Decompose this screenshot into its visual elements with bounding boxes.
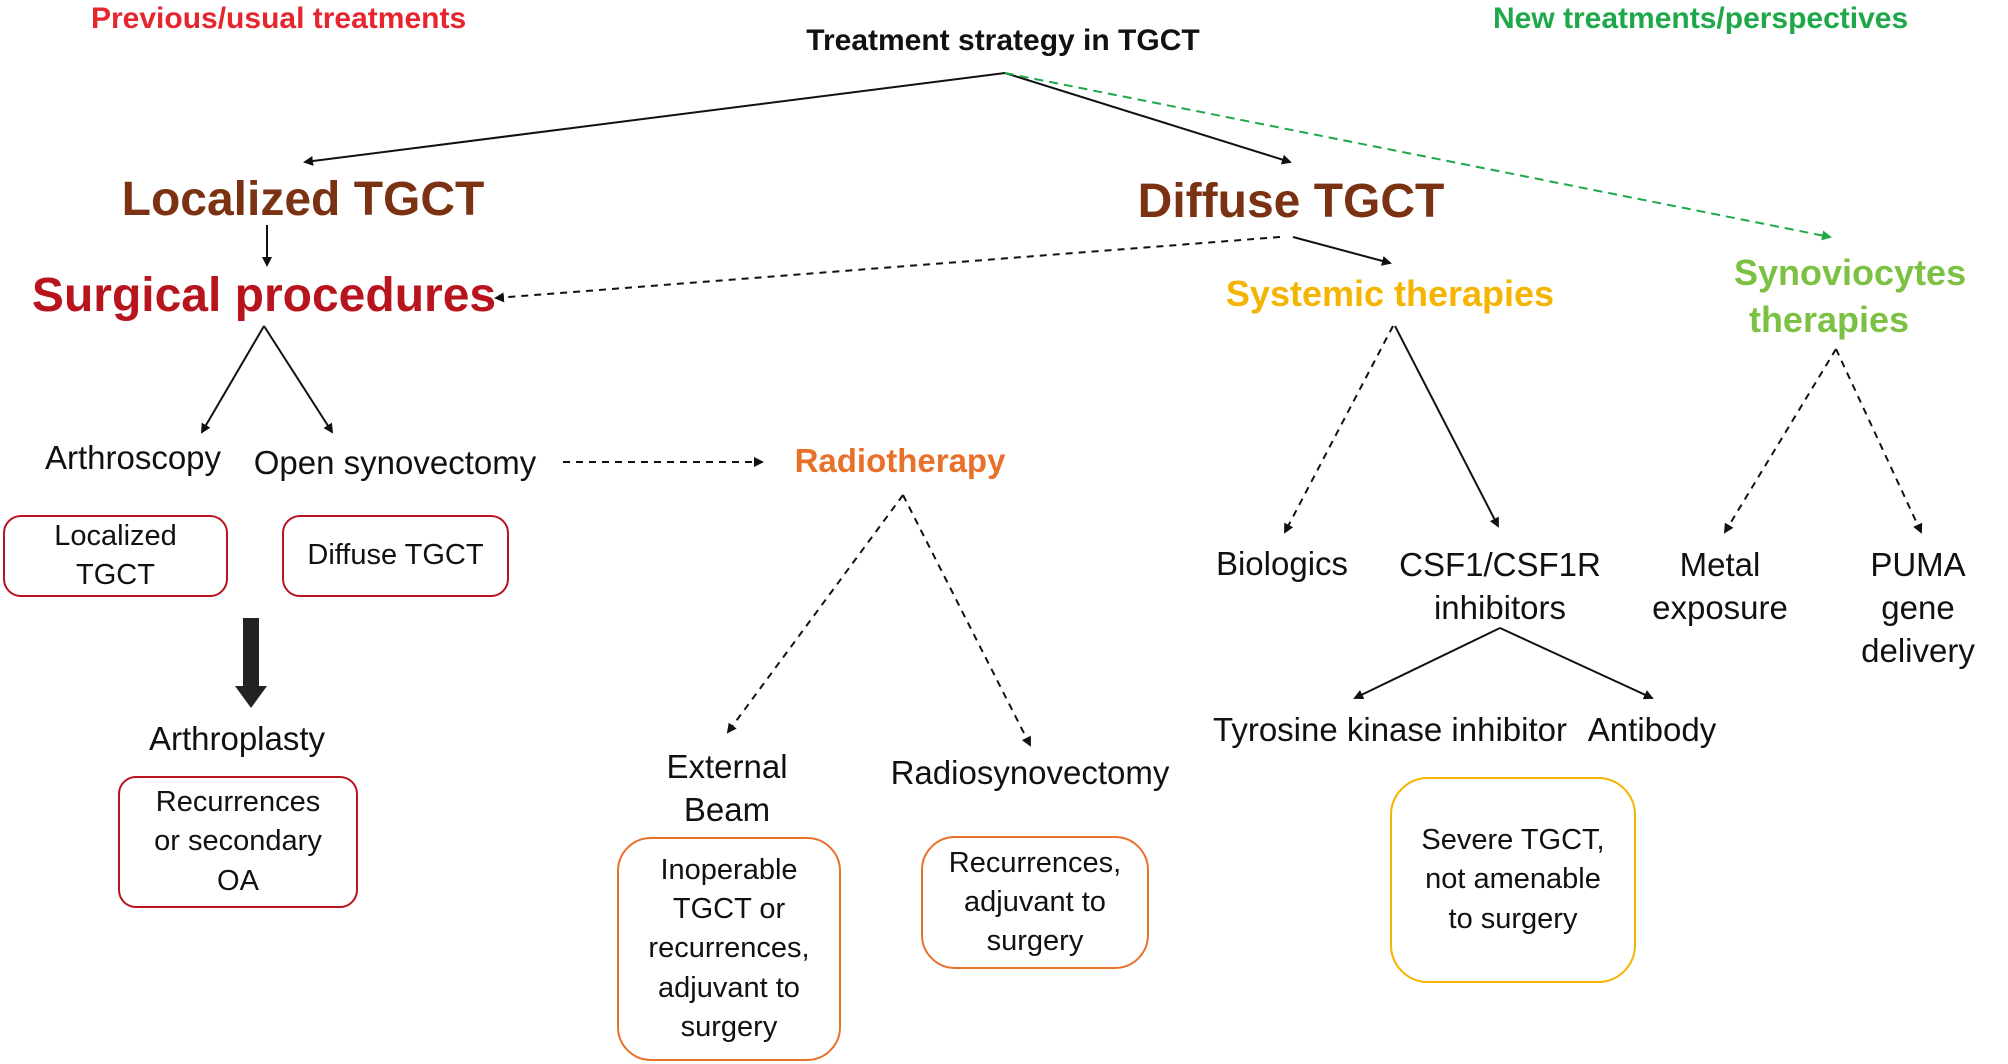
box-recurrences-oa: Recurrences or secondary OA bbox=[118, 776, 358, 908]
arrow-title-localized bbox=[303, 72, 1006, 166]
node-arthroscopy: Arthroscopy bbox=[44, 439, 222, 476]
arrow-csf1-tki bbox=[1353, 627, 1501, 700]
node-surgical-procedures: Surgical procedures bbox=[31, 269, 497, 322]
box-inoperable-text: Inoperable TGCT or recurrences, adjuvant… bbox=[648, 854, 810, 1043]
node-diffuse-tgct: Diffuse TGCT bbox=[1137, 175, 1445, 228]
arrow-systemic-biologics bbox=[1284, 325, 1394, 534]
arrow-systemic-csf1 bbox=[1394, 325, 1499, 528]
arrow-surgical-arthroscopy bbox=[200, 325, 265, 434]
header-title: Treatment strategy in TGCT bbox=[806, 24, 1200, 57]
box-localized-tgct: Localized TGCT bbox=[3, 515, 228, 597]
node-csf1-inhibitors: CSF1/CSF1R inhibitors bbox=[1399, 546, 1601, 626]
arrow-radio-radiosyn bbox=[902, 494, 1031, 747]
header-previous-treatments: Previous/usual treatments bbox=[91, 2, 467, 35]
box-severe-tgct: Severe TGCT, not amenable to surgery bbox=[1390, 777, 1636, 983]
box-recurrences-adjuvant-text: Recurrences, adjuvant to surgery bbox=[948, 846, 1122, 958]
node-synoviocytes-therapies: Synoviocytes therapies bbox=[1734, 252, 1967, 340]
thick-arrow-arthroplasty bbox=[235, 618, 267, 708]
node-systemic-therapies: Systemic therapies bbox=[1225, 273, 1555, 314]
arrow-diffuse-surgical bbox=[494, 236, 1281, 303]
arrow-title-synoviocytes bbox=[1004, 72, 1832, 241]
box-diffuse-tgct-text: Diffuse TGCT bbox=[307, 539, 484, 572]
node-arthroplasty: Arthroplasty bbox=[148, 720, 326, 757]
arrow-surgical-open bbox=[263, 325, 334, 434]
node-tyrosine-kinase-inhibitor: Tyrosine kinase inhibitor bbox=[1212, 711, 1568, 748]
arrow-syno-puma bbox=[1835, 348, 1923, 534]
box-inoperable: Inoperable TGCT or recurrences, adjuvant… bbox=[617, 837, 841, 1061]
arrow-csf1-antibody bbox=[1499, 627, 1654, 700]
arrow-diffuse-systemic bbox=[1292, 236, 1392, 266]
node-antibody: Antibody bbox=[1587, 711, 1717, 748]
node-biologics: Biologics bbox=[1215, 545, 1349, 582]
box-diffuse-tgct: Diffuse TGCT bbox=[282, 515, 509, 597]
arrow-title-diffuse bbox=[1004, 72, 1292, 165]
node-radiosynovectomy: Radiosynovectomy bbox=[890, 754, 1170, 791]
box-recurrences-adjuvant: Recurrences, adjuvant to surgery bbox=[921, 836, 1149, 969]
node-radiotherapy: Radiotherapy bbox=[794, 442, 1006, 479]
arrow-syno-metal bbox=[1723, 348, 1837, 534]
box-severe-tgct-text: Severe TGCT, not amenable to surgery bbox=[1421, 824, 1605, 935]
node-puma-gene-delivery: PUMA gene delivery bbox=[1861, 546, 1975, 669]
node-localized-tgct: Localized TGCT bbox=[121, 173, 485, 226]
node-open-synovectomy: Open synovectomy bbox=[253, 444, 537, 481]
box-recurrences-oa-text: Recurrences or secondary OA bbox=[154, 786, 322, 897]
box-localized-tgct-text: Localized TGCT bbox=[54, 519, 177, 591]
header-new-treatments: New treatments/perspectives bbox=[1493, 2, 1909, 35]
node-metal-exposure: Metal exposure bbox=[1652, 546, 1788, 626]
arrow-radio-external bbox=[726, 494, 904, 734]
